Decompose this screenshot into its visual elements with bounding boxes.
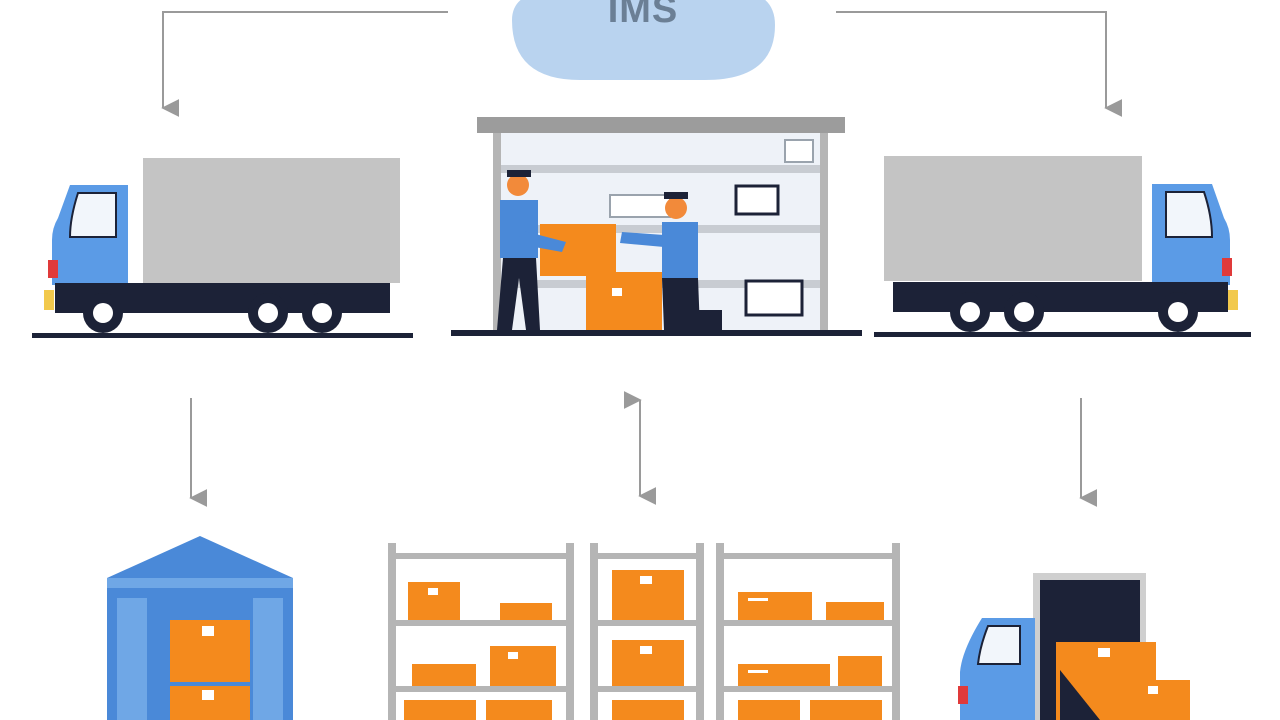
truck-headlight: [1222, 258, 1232, 276]
truck-bumper: [1228, 290, 1238, 310]
monitor-icon: [734, 184, 780, 216]
truck-bumper: [44, 290, 54, 310]
storage-shelving: [388, 543, 900, 720]
truck-cargo-box: [884, 156, 1142, 281]
warehouse-roof: [477, 117, 845, 133]
worker-left: [497, 170, 566, 330]
delivery-van: [958, 573, 1190, 720]
top-connector-right: [836, 11, 1123, 117]
truck-wheels: [950, 292, 1198, 332]
ims-label: IMS: [607, 0, 679, 31]
truck-wheels: [83, 293, 342, 333]
shed-roof: [107, 536, 293, 578]
cloud-icon: [512, 0, 775, 80]
shelf-boxes: [404, 570, 884, 720]
outbound-truck: [874, 156, 1251, 337]
truck-window: [976, 625, 1021, 665]
ground-line: [451, 330, 862, 336]
truck-headlight: [958, 686, 968, 704]
truck-window: [1165, 191, 1214, 238]
ground-line: [874, 332, 1251, 337]
truck-headlight: [48, 260, 58, 278]
ims-node[interactable]: [512, 0, 775, 80]
package-box: [586, 272, 662, 330]
worker-right: [620, 192, 722, 330]
ground-line: [32, 333, 413, 338]
truck-cargo-box: [143, 158, 400, 283]
inbound-truck: [32, 158, 413, 338]
top-connector-left: [161, 11, 448, 117]
warehouse-packing-station: [451, 117, 862, 336]
truck-window: [68, 192, 117, 238]
storage-shed: [107, 536, 293, 720]
monitor-icon: [744, 279, 804, 317]
